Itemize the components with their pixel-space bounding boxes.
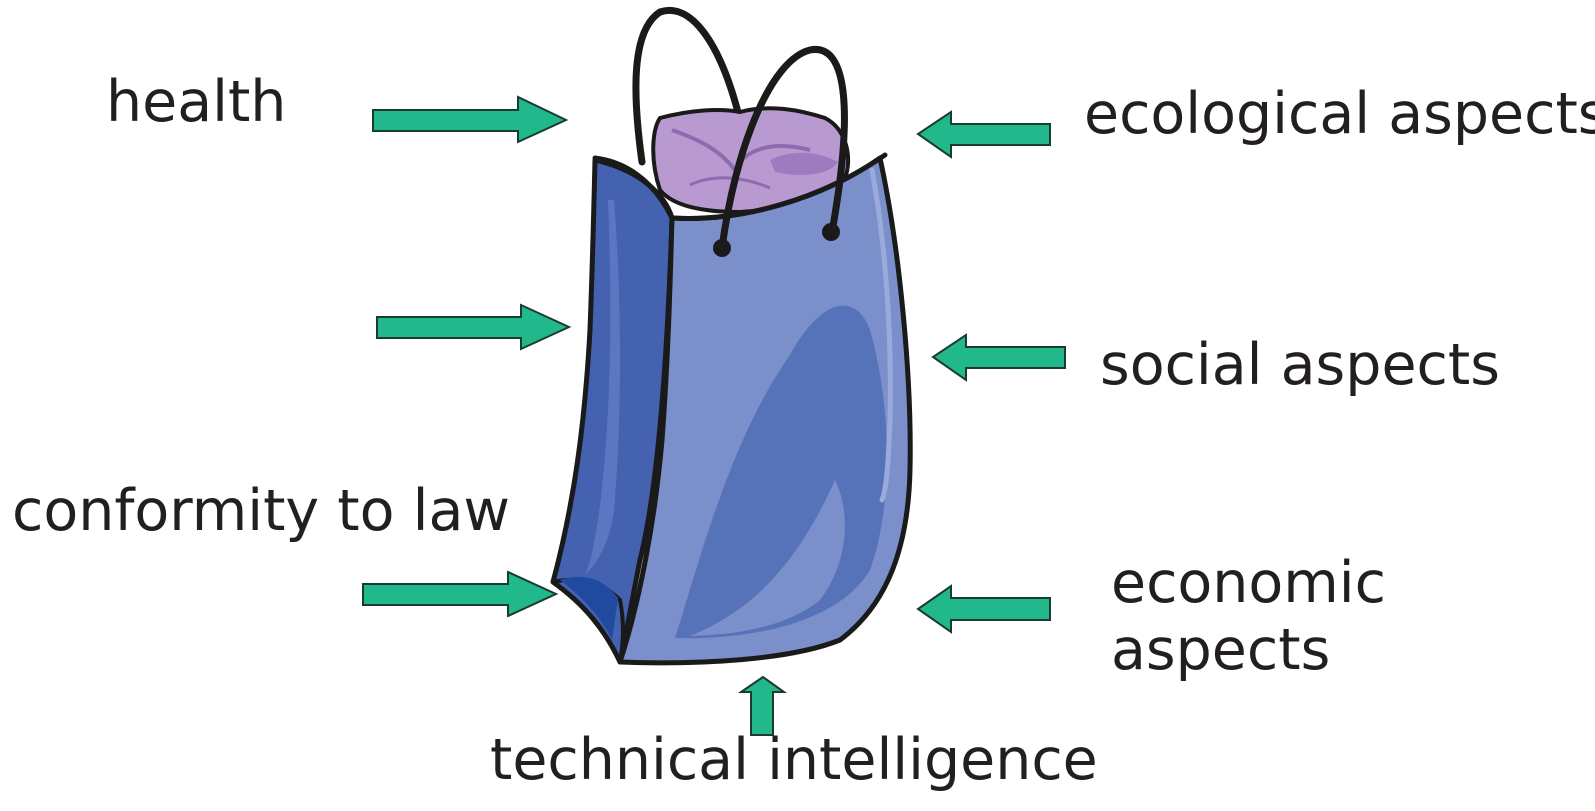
ecological-arrow: [918, 112, 1050, 157]
arrow-left-icon: [933, 335, 1065, 380]
middle-left-arrow: [377, 305, 569, 349]
arrow-left-icon: [918, 586, 1050, 632]
conformity-to-law-label: conformity to law: [12, 479, 510, 545]
health-label: health: [106, 70, 286, 136]
economic-arrow: [918, 586, 1050, 632]
health-arrow: [373, 97, 566, 142]
bag-handle-rivet-left: [713, 239, 731, 257]
shopping-bag-icon: [553, 10, 910, 662]
arrow-right-icon: [363, 572, 556, 616]
arrow-right-icon: [373, 97, 566, 142]
arrow-left-icon: [918, 112, 1050, 157]
economic-aspects-label: economic aspects: [1111, 550, 1411, 685]
technical-intelligence-label: technical intelligence: [490, 728, 1098, 794]
social-arrow: [933, 335, 1065, 380]
bag-handle-rivet-right: [822, 223, 840, 241]
social-aspects-label: social aspects: [1100, 333, 1500, 399]
ecological-aspects-label: ecological aspects: [1084, 82, 1595, 148]
conformity-arrow: [363, 572, 556, 616]
arrow-right-icon: [377, 305, 569, 349]
